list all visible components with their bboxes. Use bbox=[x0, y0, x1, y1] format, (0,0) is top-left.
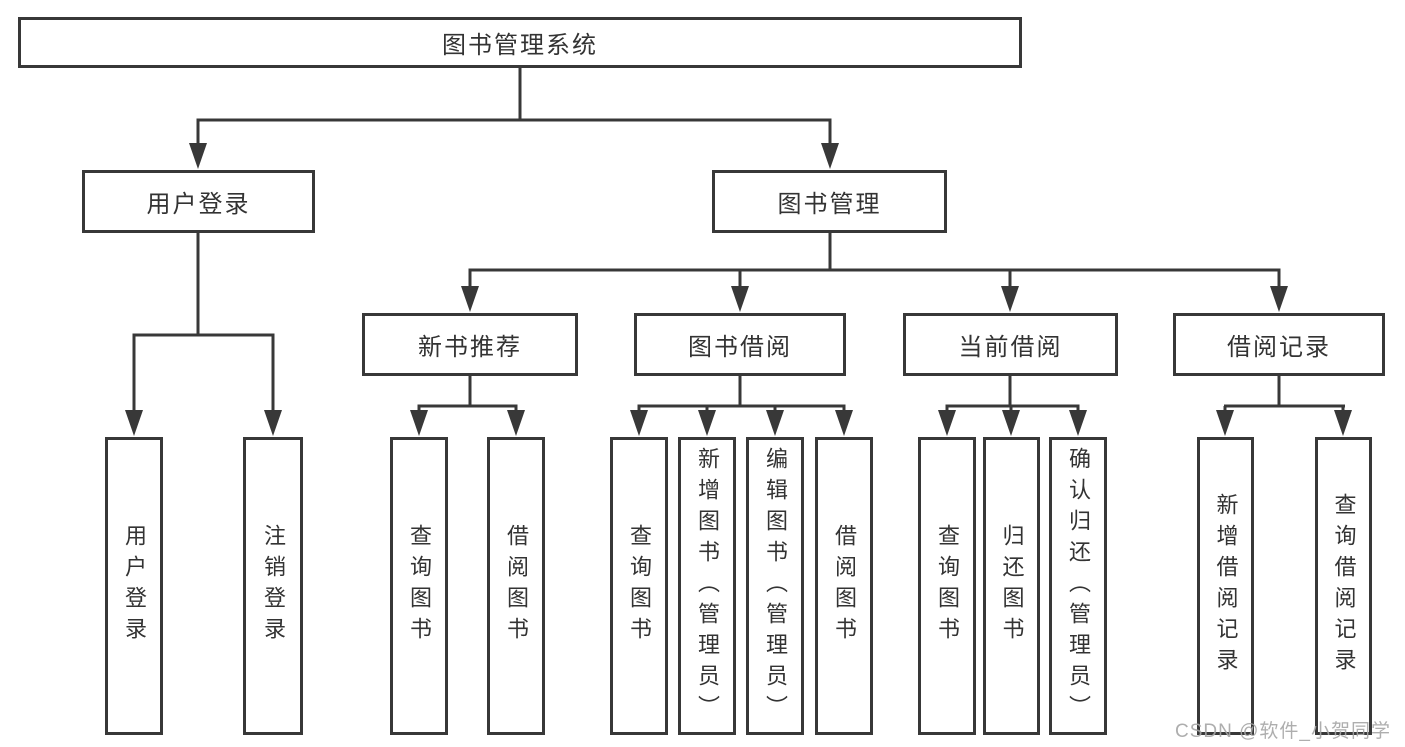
node-book-borrowing-label: 图书借阅 bbox=[688, 334, 792, 361]
leaf-return-books: 归还图书 bbox=[983, 437, 1040, 735]
node-root-label: 图书管理系统 bbox=[442, 32, 598, 59]
leaf-borrow-books-recommend-label: 借阅图书 bbox=[504, 524, 529, 648]
leaf-borrow-books-label: 借阅图书 bbox=[832, 524, 857, 648]
leaf-query-books-current: 查询图书 bbox=[918, 437, 976, 735]
leaf-add-borrow-record-label: 新增借阅记录 bbox=[1213, 493, 1239, 679]
node-new-book-recommend: 新书推荐 bbox=[362, 313, 578, 376]
node-borrowing-records: 借阅记录 bbox=[1173, 313, 1385, 376]
node-new-book-recommend-label: 新书推荐 bbox=[418, 334, 522, 361]
node-book-management-label: 图书管理 bbox=[777, 191, 882, 218]
leaf-edit-books-admin-label: 编辑图书（管理员） bbox=[763, 446, 788, 726]
leaf-query-books-recommend-label: 查询图书 bbox=[407, 524, 432, 648]
leaf-query-borrow-record-label: 查询借阅记录 bbox=[1331, 493, 1357, 679]
node-current-borrowing: 当前借阅 bbox=[903, 313, 1118, 376]
leaf-confirm-return-admin: 确认归还（管理员） bbox=[1049, 437, 1107, 735]
node-user-login: 用户登录 bbox=[82, 170, 315, 233]
node-current-borrowing-label: 当前借阅 bbox=[958, 334, 1063, 361]
leaf-user-login: 用户登录 bbox=[105, 437, 163, 735]
leaf-return-books-label: 归还图书 bbox=[999, 524, 1025, 648]
leaf-query-books-current-label: 查询图书 bbox=[935, 524, 960, 648]
leaf-edit-books-admin: 编辑图书（管理员） bbox=[746, 437, 804, 735]
leaf-borrow-books-recommend: 借阅图书 bbox=[487, 437, 545, 735]
leaf-query-books-recommend: 查询图书 bbox=[390, 437, 448, 735]
leaf-add-borrow-record: 新增借阅记录 bbox=[1197, 437, 1254, 735]
node-book-borrowing: 图书借阅 bbox=[634, 313, 846, 376]
leaf-query-borrow-record: 查询借阅记录 bbox=[1315, 437, 1372, 735]
leaf-add-books-admin-label: 新增图书（管理员） bbox=[695, 446, 720, 726]
node-book-management: 图书管理 bbox=[712, 170, 947, 233]
leaf-logout-label: 注销登录 bbox=[261, 524, 286, 648]
leaf-query-books-borrowing: 查询图书 bbox=[610, 437, 668, 735]
node-root-library-system: 图书管理系统 bbox=[18, 17, 1022, 68]
node-borrowing-records-label: 借阅记录 bbox=[1227, 334, 1331, 361]
csdn-watermark: CSDN @软件_小贺同学 bbox=[1175, 721, 1391, 742]
leaf-borrow-books: 借阅图书 bbox=[815, 437, 873, 735]
leaf-query-books-borrowing-label: 查询图书 bbox=[627, 524, 652, 648]
node-user-login-label: 用户登录 bbox=[146, 191, 251, 218]
leaf-logout: 注销登录 bbox=[243, 437, 303, 735]
leaf-user-login-label: 用户登录 bbox=[122, 524, 147, 648]
leaf-confirm-return-admin-label: 确认归还（管理员） bbox=[1066, 446, 1091, 726]
leaf-add-books-admin: 新增图书（管理员） bbox=[678, 437, 736, 735]
